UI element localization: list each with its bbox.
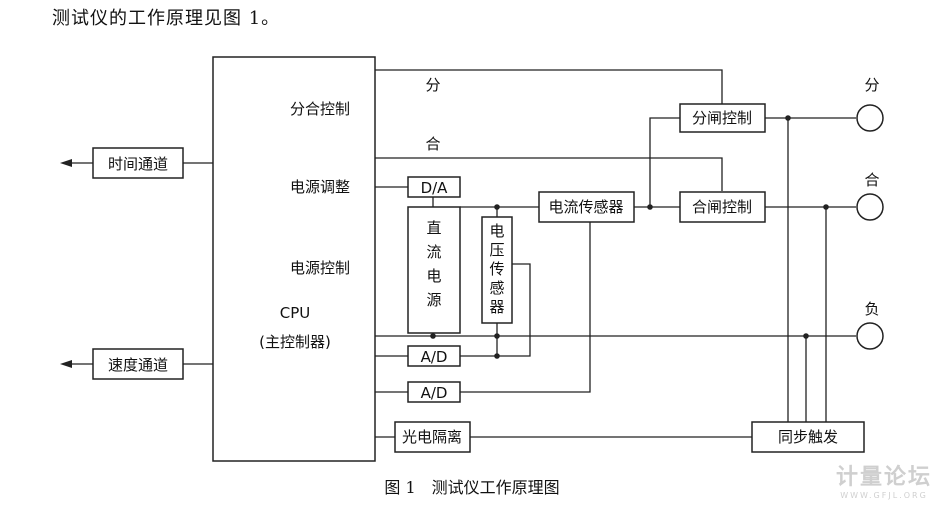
da-converter-block <box>407 176 461 198</box>
arrow-time-out <box>60 159 72 167</box>
time-channel-block <box>92 147 184 179</box>
wire-open-signal <box>375 69 723 104</box>
terminal-load-circle <box>856 322 884 350</box>
watermark-logo: 计量论坛 WWW.GFJL.ORG <box>836 459 932 500</box>
junction-dot <box>494 353 500 359</box>
junction-dot <box>494 204 500 210</box>
wires <box>60 69 856 438</box>
wire-close-signal <box>375 157 723 191</box>
terminal-close-circle <box>856 193 884 221</box>
dc-power-char: 源 <box>426 291 441 309</box>
junction-dot <box>494 333 500 339</box>
open-control-block <box>679 103 766 133</box>
terminal-open-circle <box>856 104 884 132</box>
voltage-sensor-char: 传 <box>489 260 504 278</box>
close-control-label: 合闸控制 <box>692 198 752 216</box>
ad-converter-2-label: A/D <box>421 384 448 402</box>
arrow-speed-out <box>60 360 72 368</box>
speed-channel-label: 速度通道 <box>108 356 168 374</box>
da-converter-label: D/A <box>421 179 449 197</box>
dc-power-char: 流 <box>426 243 441 261</box>
speed-channel-block <box>92 348 184 380</box>
terminal-open-label: 分 <box>864 76 879 94</box>
cpu-subtitle: (主控制器) <box>259 333 331 351</box>
voltage-sensor-char: 器 <box>489 298 504 316</box>
terminal-close-label: 合 <box>864 171 879 189</box>
current-sensor-label: 电流传感器 <box>548 198 623 216</box>
opto-isolation-label: 光电隔离 <box>402 428 462 446</box>
time-channel-label: 时间通道 <box>108 155 168 173</box>
opto-isolation-block <box>394 421 471 453</box>
close-control-block <box>679 191 766 223</box>
terminal-load-label: 负 <box>864 300 879 318</box>
junction-dot <box>785 115 791 121</box>
voltage-sensor-char: 压 <box>489 241 504 259</box>
junction-dot <box>823 204 829 210</box>
sync-trigger-label: 同步触发 <box>778 428 838 446</box>
line-label-open: 分 <box>425 76 440 94</box>
cpu-block <box>212 56 376 462</box>
intro-text: 测试仪的工作原理见图 1。 <box>52 8 281 29</box>
wire-branch-open <box>649 117 680 207</box>
watermark-en: WWW.GFJL.ORG <box>840 491 928 500</box>
cpu-label-power-adjust: 电源调整 <box>290 178 350 196</box>
junctions <box>430 115 829 359</box>
dc-power-char: 电 <box>426 267 441 285</box>
current-sensor-block <box>538 191 635 223</box>
line-label-close: 合 <box>425 135 440 153</box>
figure-caption: 图 1 测试仪工作原理图 <box>384 478 559 497</box>
cpu-label-power-control: 电源控制 <box>290 259 350 277</box>
cpu-name: CPU <box>280 304 311 322</box>
voltage-sensor-block <box>481 216 513 324</box>
dc-power-block <box>407 206 461 334</box>
wire-current-ad2 <box>460 222 591 393</box>
dc-power-char: 直 <box>426 219 441 237</box>
ad-converter-1-block <box>407 345 461 367</box>
watermark-cn: 计量论坛 <box>835 465 932 490</box>
junction-dot <box>647 204 653 210</box>
open-control-label: 分闸控制 <box>692 109 752 127</box>
junction-dot <box>430 333 436 339</box>
ad-converter-1-label: A/D <box>421 348 448 366</box>
voltage-sensor-char: 电 <box>489 222 504 240</box>
voltage-sensor-char: 感 <box>489 279 504 297</box>
ad-converter-2-block <box>407 381 461 403</box>
sync-trigger-block <box>751 421 865 453</box>
junction-dot <box>803 333 809 339</box>
cpu-label-open-close: 分合控制 <box>290 100 350 118</box>
